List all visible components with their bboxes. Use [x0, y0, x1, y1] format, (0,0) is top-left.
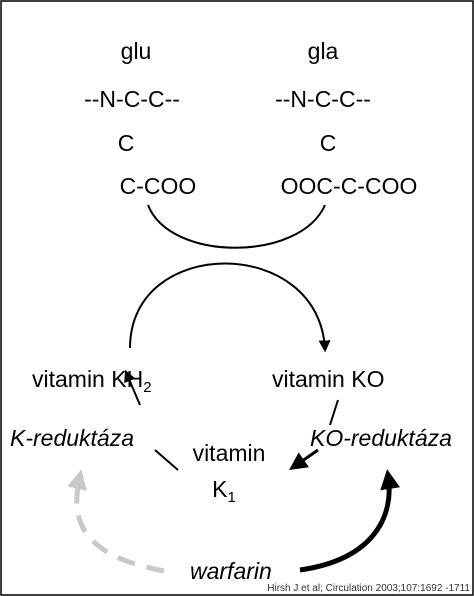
- k1-to-k-reductase-line: [154, 449, 179, 471]
- glu-title: glu: [120, 38, 152, 64]
- ko-reductase-label: KO-reduktáza: [310, 425, 452, 451]
- gla-backbone: --N-C-C--: [275, 86, 371, 112]
- glu-backbone: --N-C-C--: [84, 86, 180, 112]
- gla-title: gla: [307, 38, 339, 64]
- glu-carbon: C: [117, 130, 135, 156]
- k-reductase-label: K-reduktáza: [10, 425, 135, 451]
- k-reductase-to-kh2-arrow: [124, 369, 141, 406]
- carboxylation-arc-top: [147, 204, 326, 249]
- glu-side-chain: C-COO: [119, 173, 197, 199]
- warfarin-ko-reductase-inhibition-arrow: [299, 469, 401, 573]
- warfarin-label: warfarin: [190, 558, 272, 584]
- warfarin-k-reductase-inhibition-arrow: [67, 469, 165, 574]
- vitamin-k1-line2: K1: [212, 476, 236, 506]
- vitamin-kh2-label: vitamin KH2: [32, 366, 152, 396]
- carboxylation-arc-bottom: [129, 262, 331, 353]
- gla-carbon: C: [319, 130, 337, 156]
- ko-reductase-to-k1-arrow: [289, 448, 319, 471]
- vitamin-ko-label: vitamin KO: [272, 366, 385, 392]
- citation: Hirsh J et al; Circulation 2003;107:1692…: [267, 583, 470, 594]
- gla-side-chain: OOC-C-COO: [280, 173, 418, 199]
- vitamin-k1-line1: vitamin: [192, 440, 266, 466]
- ko-to-k1-line: [329, 399, 339, 426]
